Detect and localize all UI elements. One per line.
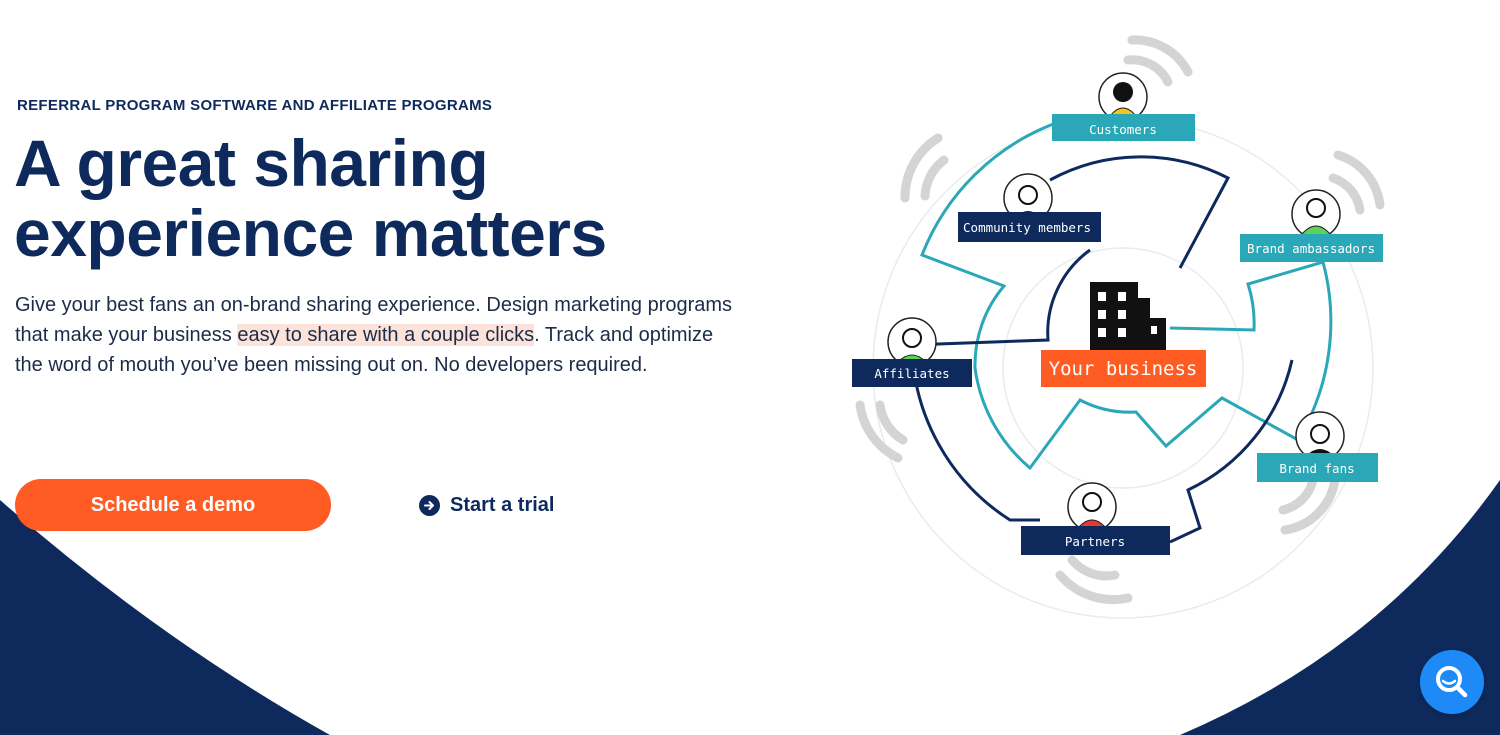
- node-label-brand-ambassadors: Brand ambassadors: [1247, 241, 1375, 256]
- node-label-customers: Customers: [1089, 122, 1157, 137]
- search-icon: [1436, 666, 1468, 698]
- signal-waves: [855, 35, 1385, 605]
- start-trial-label: Start a trial: [450, 493, 555, 516]
- eyebrow-label: REFERRAL PROGRAM SOFTWARE AND AFFILIATE …: [17, 97, 493, 114]
- search-fab-button[interactable]: [1420, 650, 1484, 714]
- node-affiliates: Affiliates: [852, 317, 972, 387]
- node-customers: Customers: [1052, 72, 1195, 141]
- description-text: Give your best fans an on-brand sharing …: [15, 294, 733, 346]
- headline-line-1: A great sharing: [14, 126, 489, 200]
- arrow-right-circle-icon: [419, 494, 440, 516]
- node-partners: Partners: [1021, 482, 1170, 555]
- schedule-demo-button[interactable]: Schedule a demo: [15, 479, 331, 531]
- description-text-end: . Track and optimize the word of mouth y…: [15, 324, 714, 376]
- page-title: A great sharing experience matters: [14, 128, 714, 268]
- teal-outer-ring: [920, 121, 1333, 471]
- node-community-members: Community members: [958, 173, 1101, 242]
- center-label-box: [1041, 350, 1206, 387]
- start-trial-link[interactable]: Start a trial: [419, 490, 554, 520]
- description-highlight: easy to share with a couple clicks: [237, 324, 535, 346]
- referral-network-diagram: Your business Customers Community member…: [852, 35, 1385, 619]
- hero-description: Give your best fans an on-brand sharing …: [15, 290, 735, 380]
- node-label-brand-fans: Brand fans: [1279, 461, 1354, 476]
- headline-line-2: experience matters: [14, 196, 607, 270]
- center-label: Your business: [1049, 358, 1198, 380]
- node-brand-ambassadors: Brand ambassadors: [1240, 189, 1383, 262]
- node-label-community-members: Community members: [963, 220, 1091, 235]
- node-brand-fans: Brand fans: [1257, 411, 1378, 482]
- node-label-partners: Partners: [1065, 534, 1125, 549]
- building-icon: [1090, 282, 1166, 350]
- node-label-affiliates: Affiliates: [874, 366, 949, 381]
